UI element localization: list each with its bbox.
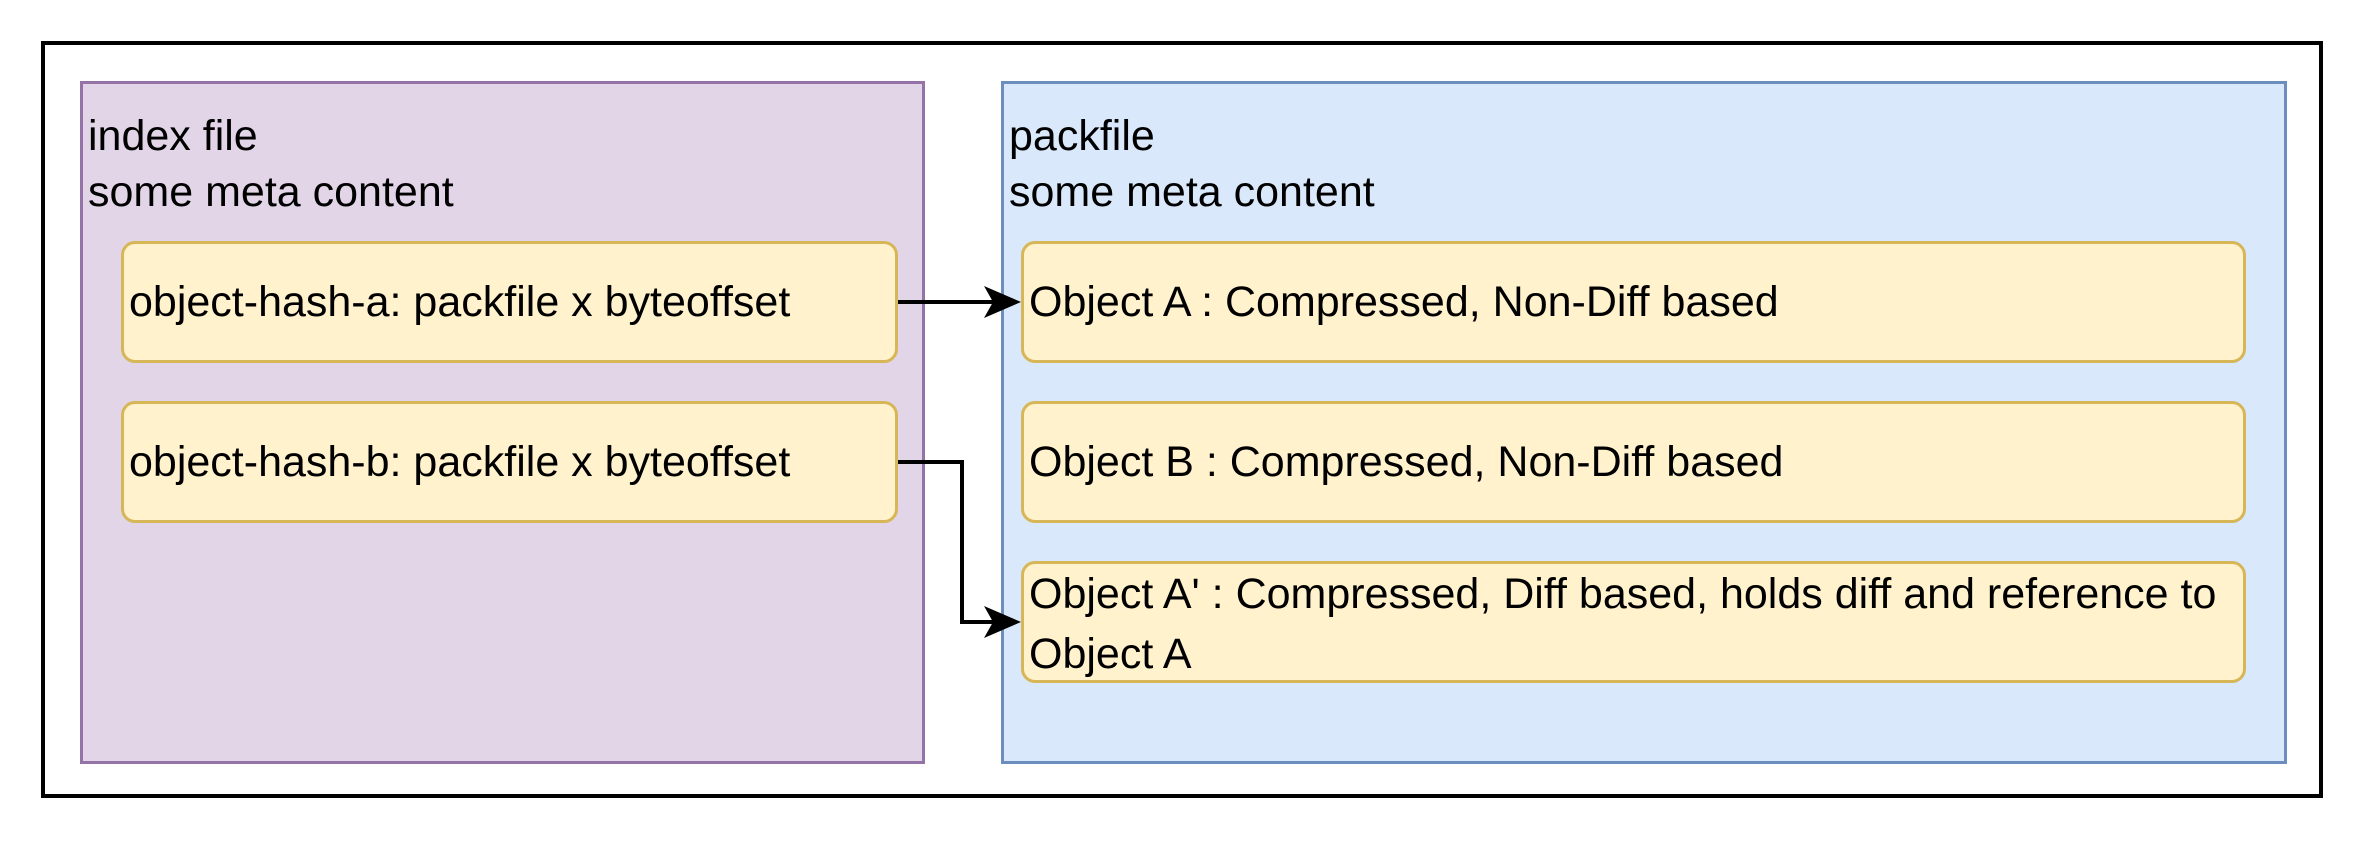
index-entry-hash-a: object-hash-a: packfile x byteoffset (121, 241, 898, 363)
packfile-object-a: Object A : Compressed, Non-Diff based (1021, 241, 2246, 363)
packfile-object-a-prime: Object A' : Compressed, Diff based, hold… (1021, 561, 2246, 683)
index-file-header: index file some meta content (88, 108, 454, 220)
diagram-frame (41, 41, 2323, 798)
index-entry-label: object-hash-a: packfile x byteoffset (129, 278, 791, 326)
packfile-title: packfile (1009, 112, 1155, 160)
packfile-object-b: Object B : Compressed, Non-Diff based (1021, 401, 2246, 523)
packfile-object-label: Object A' : Compressed, Diff based, hold… (1029, 570, 2217, 678)
packfile-object-label: Object B : Compressed, Non-Diff based (1029, 438, 1784, 486)
index-entry-hash-b: object-hash-b: packfile x byteoffset (121, 401, 898, 523)
index-file-title: index file (88, 112, 258, 160)
packfile-object-label: Object A : Compressed, Non-Diff based (1029, 278, 1779, 326)
packfile-subtitle: some meta content (1009, 168, 1375, 216)
index-file-subtitle: some meta content (88, 168, 454, 216)
packfile-header: packfile some meta content (1009, 108, 1375, 220)
index-entry-label: object-hash-b: packfile x byteoffset (129, 438, 791, 486)
